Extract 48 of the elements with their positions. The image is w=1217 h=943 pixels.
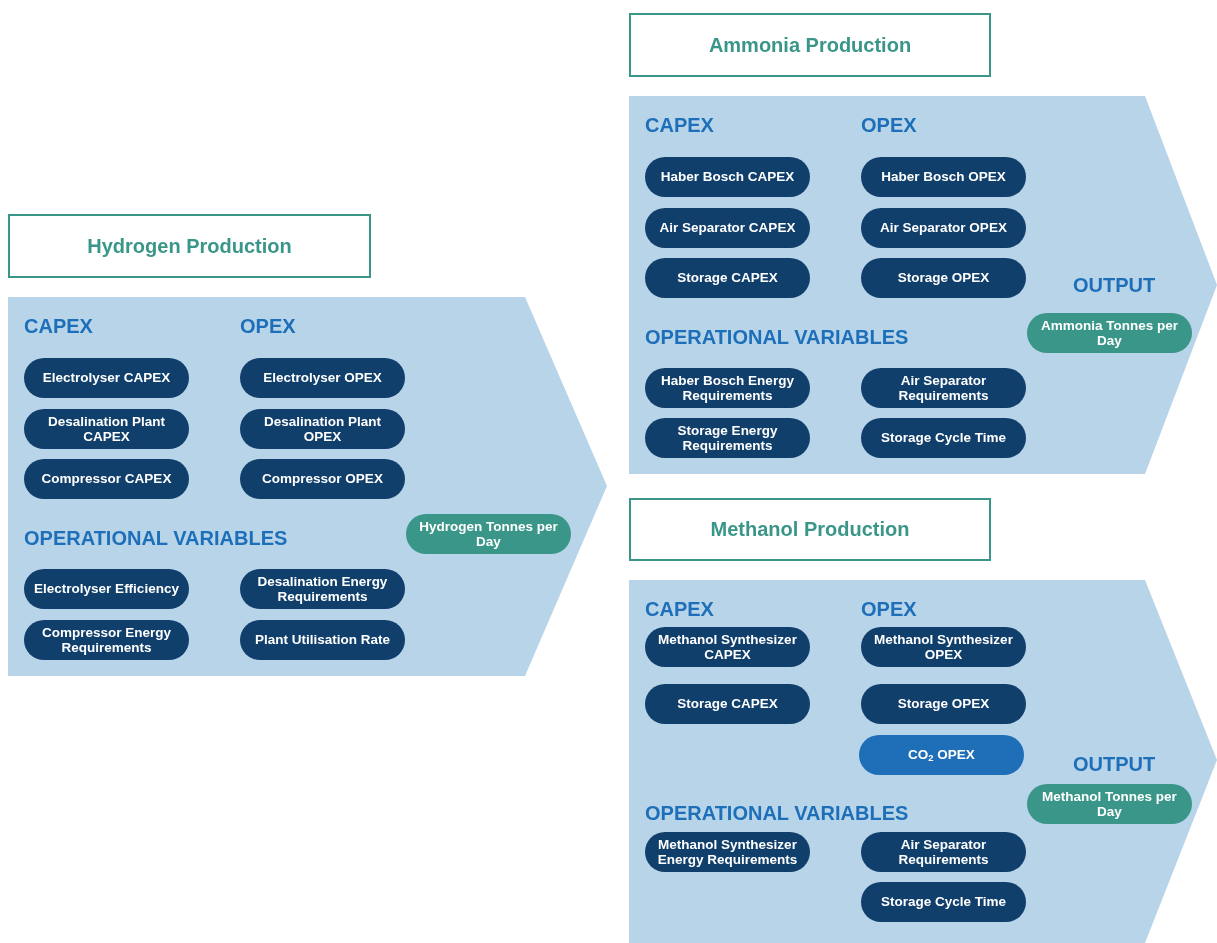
section-heading: OPEX: [861, 598, 917, 620]
variable-tag: Air Separator CAPEX: [645, 208, 810, 248]
variable-tag: CO$_{2}$ OPEX: [859, 735, 1024, 775]
variable-tag: Electrolyser Efficiency: [24, 569, 189, 609]
title-box: Ammonia Production: [629, 13, 991, 77]
section-heading: CAPEX: [645, 598, 714, 620]
variable-tag: Storage CAPEX: [645, 684, 810, 724]
variable-tag: Methanol Synthesizer Energy Requirements: [645, 832, 810, 872]
section-heading: OPEX: [240, 315, 296, 337]
variable-tag: Electrolyser OPEX: [240, 358, 405, 398]
title-box: Hydrogen Production: [8, 214, 371, 278]
variable-tag: Air Separator Requirements: [861, 368, 1026, 408]
variable-tag: Plant Utilisation Rate: [240, 620, 405, 660]
variable-tag: Desalination Plant CAPEX: [24, 409, 189, 449]
variable-tag: Desalination Energy Requirements: [240, 569, 405, 609]
chevron-band: [629, 96, 1217, 474]
variable-tag: Air Separator Requirements: [861, 832, 1026, 872]
chevron-band: [629, 580, 1217, 943]
variable-tag: Haber Bosch OPEX: [861, 157, 1026, 197]
variable-tag: Storage CAPEX: [645, 258, 810, 298]
section-heading: OUTPUT: [1073, 274, 1156, 296]
variable-tag: Haber Bosch CAPEX: [645, 157, 810, 197]
variable-tag: Storage Energy Requirements: [645, 418, 810, 458]
variable-tag: Storage OPEX: [861, 684, 1026, 724]
variable-tag: Haber Bosch Energy Requirements: [645, 368, 810, 408]
variable-tag: Air Separator OPEX: [861, 208, 1026, 248]
section-heading: OPERATIONAL VARIABLES: [645, 802, 909, 824]
variable-tag: Methanol Synthesizer CAPEX: [645, 627, 810, 667]
variable-tag: Compressor OPEX: [240, 459, 405, 499]
variable-tag: Compressor CAPEX: [24, 459, 189, 499]
title-box: Methanol Production: [629, 498, 991, 561]
variable-tag: Storage Cycle Time: [861, 882, 1026, 922]
output-tag: Hydrogen Tonnes per Day: [406, 514, 571, 554]
variable-tag: Storage Cycle Time: [861, 418, 1026, 458]
chevron-band: [8, 297, 607, 676]
section-heading: CAPEX: [645, 114, 714, 136]
variable-tag: Storage OPEX: [861, 258, 1026, 298]
output-tag: Methanol Tonnes per Day: [1027, 784, 1192, 824]
variable-tag: Desalination Plant OPEX: [240, 409, 405, 449]
variable-tag: Methanol Synthesizer OPEX: [861, 627, 1026, 667]
variable-tag: Electrolyser CAPEX: [24, 358, 189, 398]
section-heading: CAPEX: [24, 315, 93, 337]
output-tag: Ammonia Tonnes per Day: [1027, 313, 1192, 353]
section-heading: OPERATIONAL VARIABLES: [645, 326, 909, 348]
section-heading: OPEX: [861, 114, 917, 136]
section-heading: OPERATIONAL VARIABLES: [24, 527, 288, 549]
variable-tag: Compressor Energy Requirements: [24, 620, 189, 660]
section-heading: OUTPUT: [1073, 753, 1156, 775]
